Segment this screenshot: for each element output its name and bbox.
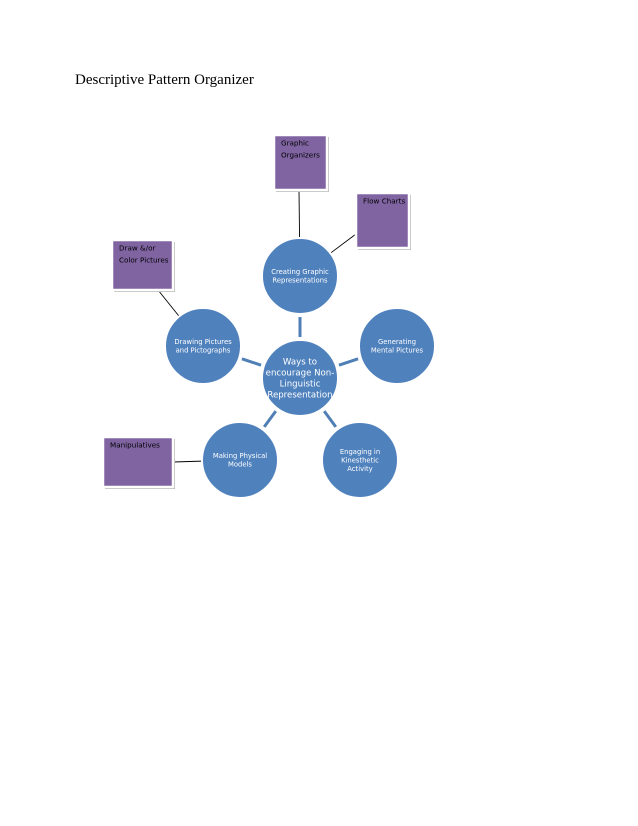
node-engaging-label: Activity — [347, 465, 372, 473]
node-creating-label: Creating Graphic — [271, 268, 329, 276]
box-label: Organizers — [281, 151, 320, 160]
node-drawing-label: Drawing Pictures — [174, 338, 232, 346]
box-label: Color Pictures — [119, 256, 169, 265]
connector-drawing — [241, 357, 262, 367]
box-connector-draw-color — [157, 289, 180, 317]
box-connector-manipulatives — [172, 460, 203, 463]
node-making-circle — [201, 421, 279, 499]
page-title: Descriptive Pattern Organizer — [75, 72, 254, 88]
center-node-label: Representation — [267, 391, 332, 401]
box-connector-flow-charts — [330, 233, 357, 254]
node-generating-label: Mental Pictures — [371, 347, 424, 355]
box-label: Draw &/or — [119, 244, 155, 253]
node-making-label: Models — [228, 461, 252, 469]
box-label: Manipulatives — [110, 441, 160, 450]
node-engaging-circle — [321, 421, 399, 499]
node-creating-label: Representations — [272, 277, 328, 285]
box-draw-color — [110, 238, 175, 292]
node-drawing-circle — [164, 307, 242, 385]
node-creating-circle — [261, 237, 339, 315]
connectors — [157, 189, 359, 463]
box-label: Flow Charts — [363, 197, 405, 206]
connector-engaging — [323, 410, 337, 428]
box-flow-charts — [354, 191, 411, 250]
node-engaging-label: Engaging in — [340, 448, 380, 456]
center-node-label: encourage Non- — [266, 369, 335, 379]
node-generating-label: Generating — [378, 338, 416, 346]
box-label: Graphic — [281, 139, 309, 148]
connector-generating — [338, 357, 359, 367]
detail-box-manipulatives: Manipulatives — [101, 435, 175, 489]
connector-making — [263, 410, 277, 428]
node-generating-circle — [358, 307, 436, 385]
box-manipulatives — [101, 435, 175, 489]
node-drawing-label: and Pictographs — [176, 347, 231, 355]
node-making-label: Making Physical — [213, 452, 267, 460]
node-engaging-label: Kinesthetic — [341, 456, 379, 464]
center-node-label: Linguistic — [280, 380, 321, 390]
box-graphic-organizers — [272, 133, 329, 192]
detail-box-flow-charts: Flow Charts — [354, 191, 411, 250]
center-node-circle — [261, 339, 339, 417]
box-connector-graphic-organizers — [298, 189, 301, 239]
center-node-label: Ways to — [283, 358, 317, 368]
